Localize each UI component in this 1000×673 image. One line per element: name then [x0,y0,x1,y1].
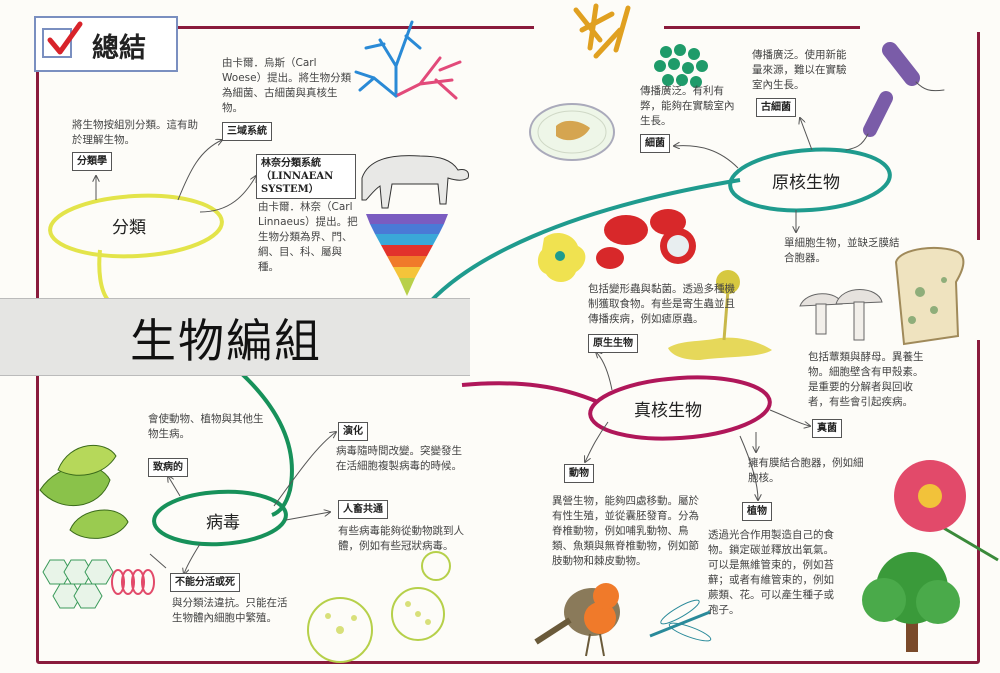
bacteria-rods-icon [573,3,631,59]
wolf-icon [361,155,469,209]
label-evolution: 演化 [338,422,368,441]
stroke-green [238,370,294,517]
ring-virus [152,489,288,547]
summary-title: 總結 [92,33,146,64]
hub-eukaryotes: 真核生物 [634,401,702,421]
archaea-desc: 傳播廣泛。使用新能量來源，難以在實驗室內生長。 [752,49,847,91]
phylogenetic-tree-icon [354,20,462,100]
stroke-teal [428,178,741,304]
dragonfly-icon [649,599,712,642]
ring-eukaryotes [588,375,772,441]
label-taxonomy: 分類學 [72,152,112,171]
frame-gap [534,20,664,32]
label-animal: 動物 [564,464,594,483]
evolution-desc: 病毒隨時間改變。突變發生在活細胞複製病毒的時候。 [336,445,462,472]
eukaryotes-desc: 擁有膜結合胞器，例如細胞核。 [748,457,864,484]
classification-desc: 將生物按組別分類。這有助於理解生物。 [72,119,198,146]
linnaean-desc: 由卡爾．林奈（Carl Linnaeus）提出。把生物分類為界、門、綱、目、科、… [258,201,358,273]
summary-title-box: 總結 [34,16,178,72]
main-title: 生物編組 [130,314,322,368]
protist-desc: 包括變形蟲與黏菌。透過多種機制獲取食物。有些是寄生蟲並且傳播疾病，例如瘧原蟲。 [588,283,735,325]
plant-cells-icon [42,559,114,609]
ring-classification [48,193,224,259]
fungi-desc: 包括蕈類與酵母。異養生物。細胞壁含有甲殼素。是重要的分解者與回收者，有些會引起疾… [808,351,924,408]
coil-icon [111,569,155,595]
ring-prokaryotes [728,147,892,213]
hub-prokaryotes: 原核生物 [772,173,840,193]
pathogenic-desc: 會使動物、植物與其他生物生病。 [148,413,264,440]
nonliving-desc: 與分類法違抗。只能在活生物體內細胞中繁殖。 [172,597,288,624]
plant-desc: 透過光合作用製造自己的食物。鎖定碳並釋放出氧氣。可以是無維管束的，例如苔蘚；或者… [708,529,834,616]
amoeba-icon [537,232,586,282]
checkmark-icon [47,21,83,55]
frame-gap [966,240,980,340]
hub-virus: 病毒 [206,513,240,533]
label-fungi: 真菌 [812,419,842,438]
three-domain-desc: 由卡爾．烏斯（Carl Woese）提出。將生物分類為細菌、古細菌與真核生物。 [222,57,352,114]
label-plant: 植物 [742,502,772,521]
label-three-domain: 三域系統 [222,122,272,141]
pyramid-icon [366,214,448,296]
label-linnaean: 林奈分類系統（LINNAEAN SYSTEM） [256,154,356,199]
prokaryotes-desc: 單細胞生物，並缺乏膜結合胞器。 [784,237,900,264]
hub-classification: 分類 [112,218,146,238]
label-zoonotic: 人畜共通 [338,500,388,519]
label-bacteria: 細菌 [640,134,670,153]
archaea-icon [845,42,945,151]
bacteria-desc: 傳播廣泛。有利有弊，能夠在實驗室內生長。 [640,85,735,127]
label-protist: 原生生物 [588,334,638,353]
plant-leaves-icon [39,444,129,539]
petri-dish-icon [529,103,615,161]
main-title-banner: 生物編組 [0,298,470,376]
label-nonliving: 不能分活或死 [170,573,240,592]
red-blood-cells-icon [596,209,696,269]
zoonotic-desc: 有些病毒能夠從動物跳到人體，例如有些冠狀病毒。 [338,525,464,552]
tree-icon [862,552,960,652]
virus-particle-icon [307,551,451,663]
animal-desc: 異營生物，能夠四處移動。屬於有性生殖，並從囊胚發育。分為脊椎動物，例如哺乳動物、… [552,495,699,567]
mushroom-icon [799,289,883,341]
label-archaea: 古細菌 [756,98,796,117]
label-pathogenic: 致病的 [148,458,188,477]
moldy-bread-icon [894,246,965,346]
robin-bird-icon [534,583,620,657]
slime-mold-icon [668,270,772,360]
flower-icon [894,460,999,562]
frame-gap [860,20,980,32]
stroke-magenta [461,381,599,404]
cocci-icon [654,44,708,88]
